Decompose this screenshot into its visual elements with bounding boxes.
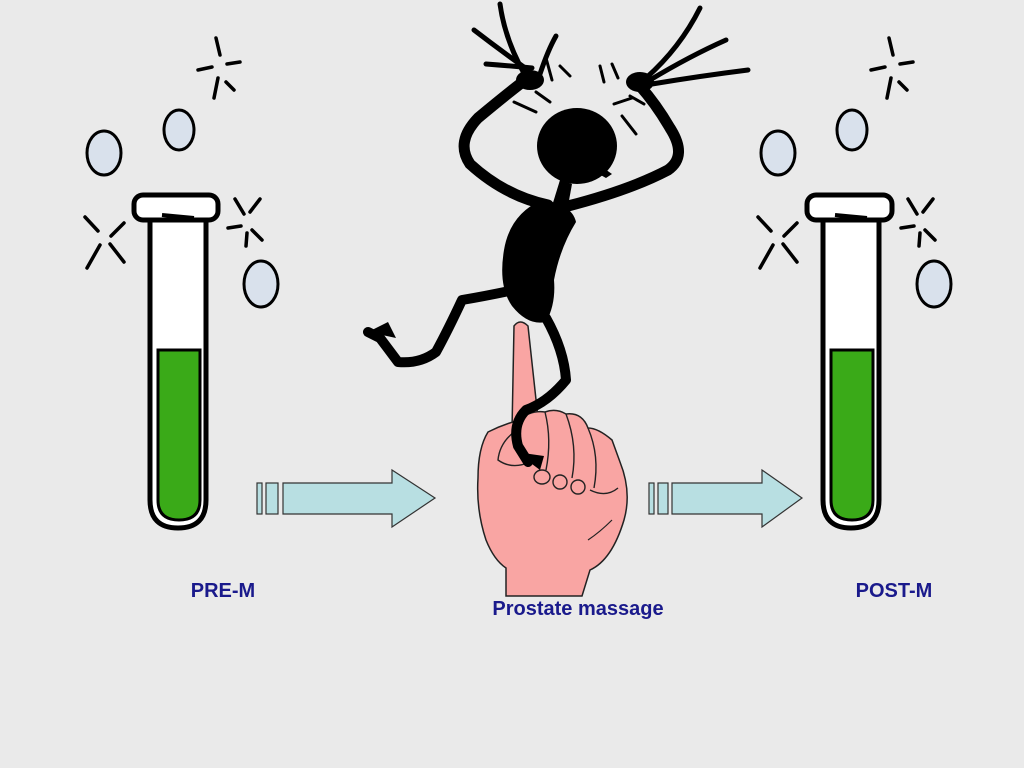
hand-icon [476, 321, 628, 597]
pre-label: PRE-M [190, 580, 256, 602]
stick-figure-icon [363, 1, 751, 470]
post-test-tube-icon [804, 192, 895, 531]
pre-test-tube-icon [131, 192, 221, 531]
arrow-right-icon [256, 468, 437, 529]
post-sparkle-icon [756, 36, 937, 270]
pre-sparkle-icon [83, 36, 264, 270]
post-label: POST-M [855, 580, 933, 602]
pre-bubble-icon [85, 108, 280, 309]
arrow-right-icon [648, 468, 804, 529]
prostate-massage-label: Prostate massage [492, 598, 664, 620]
post-bubble-icon [759, 108, 953, 309]
